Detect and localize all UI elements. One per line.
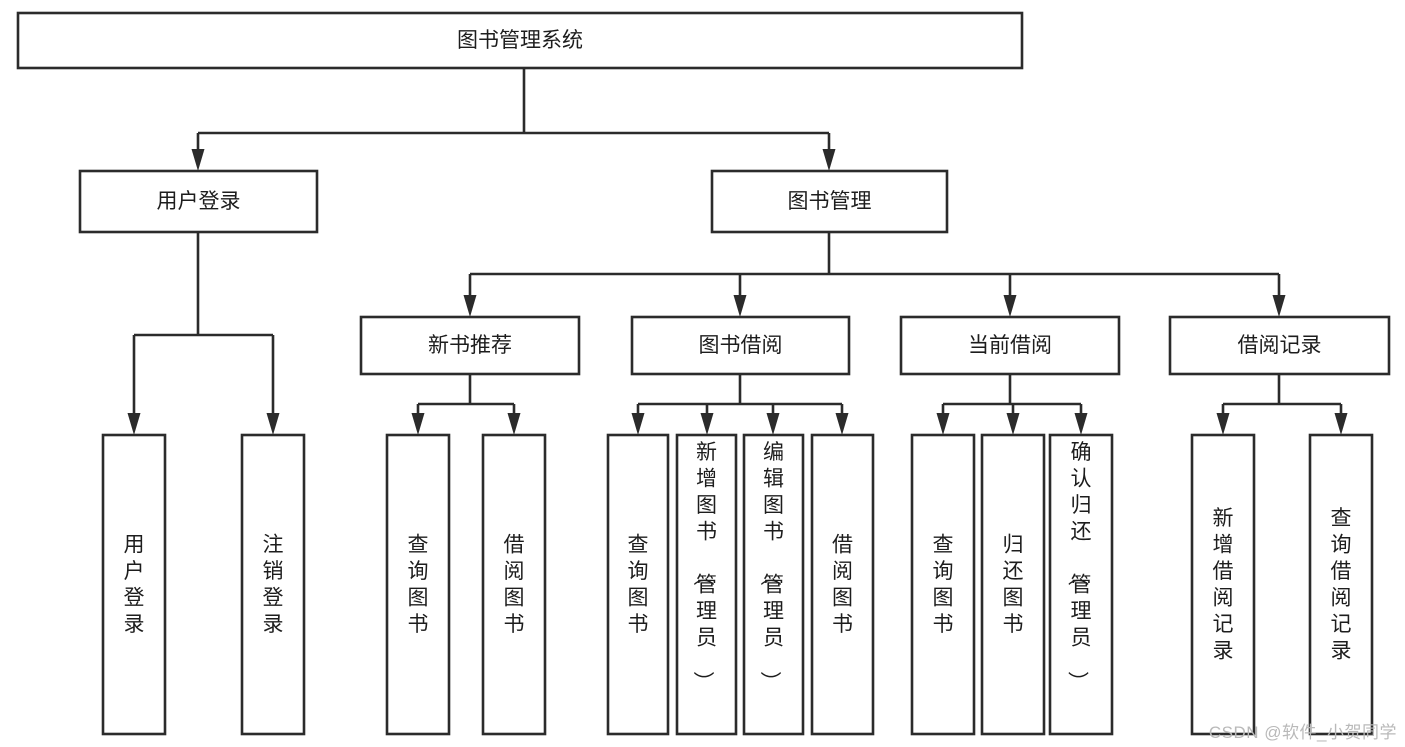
- csdn-watermark: CSDN @软件_小贺同学: [1208, 723, 1397, 742]
- arrow-head-icon: [1272, 295, 1286, 317]
- node-leaf-borrow-book-2[interactable]: 借阅图书: [810, 433, 875, 736]
- node-box-leaf-query-book-2[interactable]: [606, 433, 670, 736]
- node-label-leaf-edit-book-admin: 编辑图书（管理员）: [758, 441, 784, 692]
- connector-group-user-login-to-leaves: [127, 232, 280, 435]
- arrow-head-icon: [822, 149, 836, 171]
- node-box-leaf-borrow-book-2[interactable]: [810, 433, 875, 736]
- node-label-user-login: 用户登录: [157, 190, 241, 213]
- node-label-leaf-add-borrow-record: 新增借阅记录: [1213, 507, 1234, 663]
- node-label-book-borrow: 图书借阅: [699, 334, 783, 357]
- connector-group-borrow-record-to-leaves: [1216, 374, 1348, 435]
- node-label-leaf-user-logout: 注销登录: [263, 534, 284, 637]
- arrow-head-icon: [411, 413, 425, 435]
- connector-group-new-book-recommend-to-leaves: [411, 374, 521, 435]
- node-box-book-borrow[interactable]: [630, 315, 851, 376]
- node-label-leaf-borrow-book-2: 借阅图书: [832, 534, 853, 637]
- node-leaf-user-logout[interactable]: 注销登录: [240, 433, 306, 736]
- node-leaf-edit-book-admin[interactable]: 编辑图书（管理员）: [742, 433, 805, 736]
- node-box-root[interactable]: [16, 11, 1024, 70]
- connector-group-root-to-level1: [191, 68, 836, 171]
- arrow-head-icon: [1334, 413, 1348, 435]
- arrow-head-icon: [507, 413, 521, 435]
- arrow-head-icon: [191, 149, 205, 171]
- arrow-head-icon: [700, 413, 714, 435]
- node-label-leaf-user-login: 用户登录: [124, 534, 145, 637]
- node-box-book-management[interactable]: [710, 169, 949, 234]
- node-box-leaf-query-book-3[interactable]: [910, 433, 976, 736]
- node-borrow-record[interactable]: 借阅记录: [1168, 315, 1391, 376]
- node-label-borrow-record: 借阅记录: [1238, 334, 1322, 357]
- node-box-leaf-return-book[interactable]: [980, 433, 1046, 736]
- arrow-head-icon: [1003, 295, 1017, 317]
- node-label-leaf-query-borrow-record: 查询借阅记录: [1331, 507, 1352, 663]
- node-new-book-recommend[interactable]: 新书推荐: [359, 315, 581, 376]
- node-box-leaf-query-borrow-record[interactable]: [1308, 433, 1374, 736]
- node-box-leaf-edit-book-admin[interactable]: [742, 433, 805, 736]
- node-user-login[interactable]: 用户登录: [78, 169, 319, 234]
- node-leaf-query-borrow-record[interactable]: 查询借阅记录: [1308, 433, 1374, 736]
- arrow-head-icon: [266, 413, 280, 435]
- node-label-leaf-query-book-2: 查询图书: [628, 534, 649, 637]
- node-label-new-book-recommend: 新书推荐: [428, 334, 512, 357]
- node-box-leaf-add-borrow-record[interactable]: [1190, 433, 1256, 736]
- node-label-book-management: 图书管理: [788, 190, 872, 213]
- node-label-leaf-borrow-book-1: 借阅图书: [504, 534, 525, 637]
- node-box-borrow-record[interactable]: [1168, 315, 1391, 376]
- arrow-head-icon: [1216, 413, 1230, 435]
- node-box-leaf-confirm-return-admin[interactable]: [1048, 433, 1114, 736]
- node-leaf-query-book-1[interactable]: 查询图书: [385, 433, 451, 736]
- connector-group-book-management-to-level2: [463, 232, 1286, 317]
- connector-group-current-borrow-to-leaves: [936, 374, 1088, 435]
- node-current-borrow[interactable]: 当前借阅: [899, 315, 1121, 376]
- node-box-leaf-query-book-1[interactable]: [385, 433, 451, 736]
- node-label-leaf-query-book-3: 查询图书: [933, 534, 954, 637]
- node-label-leaf-return-book: 归还图书: [1003, 534, 1024, 637]
- arrow-head-icon: [835, 413, 849, 435]
- node-label-leaf-query-book-1: 查询图书: [408, 534, 429, 637]
- arrow-head-icon: [1074, 413, 1088, 435]
- arrow-head-icon: [936, 413, 950, 435]
- node-label-leaf-add-book-admin: 新增图书（管理员）: [691, 441, 717, 692]
- node-leaf-confirm-return-admin[interactable]: 确认归还（管理员）: [1048, 433, 1114, 736]
- node-leaf-query-book-3[interactable]: 查询图书: [910, 433, 976, 736]
- connector-layer: [127, 68, 1348, 435]
- node-book-borrow[interactable]: 图书借阅: [630, 315, 851, 376]
- node-book-management[interactable]: 图书管理: [710, 169, 949, 234]
- node-box-leaf-user-logout[interactable]: [240, 433, 306, 736]
- arrow-head-icon: [733, 295, 747, 317]
- node-leaf-user-login[interactable]: 用户登录: [101, 433, 167, 736]
- node-box-leaf-borrow-book-1[interactable]: [481, 433, 547, 736]
- arrow-head-icon: [631, 413, 645, 435]
- node-box-user-login[interactable]: [78, 169, 319, 234]
- node-root[interactable]: 图书管理系统: [16, 11, 1024, 70]
- node-box-leaf-add-book-admin[interactable]: [675, 433, 738, 736]
- node-leaf-return-book[interactable]: 归还图书: [980, 433, 1046, 736]
- node-label-leaf-confirm-return-admin: 确认归还（管理员）: [1066, 441, 1092, 692]
- node-leaf-borrow-book-1[interactable]: 借阅图书: [481, 433, 547, 736]
- arrow-head-icon: [463, 295, 477, 317]
- node-leaf-add-borrow-record[interactable]: 新增借阅记录: [1190, 433, 1256, 736]
- arrow-head-icon: [127, 413, 141, 435]
- connector-group-book-borrow-to-leaves: [631, 374, 849, 435]
- arrow-head-icon: [766, 413, 780, 435]
- node-box-leaf-user-login[interactable]: [101, 433, 167, 736]
- node-label-current-borrow: 当前借阅: [968, 334, 1052, 357]
- node-leaf-query-book-2[interactable]: 查询图书: [606, 433, 670, 736]
- node-box-new-book-recommend[interactable]: [359, 315, 581, 376]
- node-leaf-add-book-admin[interactable]: 新增图书（管理员）: [675, 433, 738, 736]
- node-layer: 图书管理系统用户登录图书管理新书推荐图书借阅当前借阅借阅记录用户登录注销登录查询…: [16, 11, 1391, 736]
- node-label-root: 图书管理系统: [457, 29, 583, 52]
- node-box-current-borrow[interactable]: [899, 315, 1121, 376]
- arrow-head-icon: [1006, 413, 1020, 435]
